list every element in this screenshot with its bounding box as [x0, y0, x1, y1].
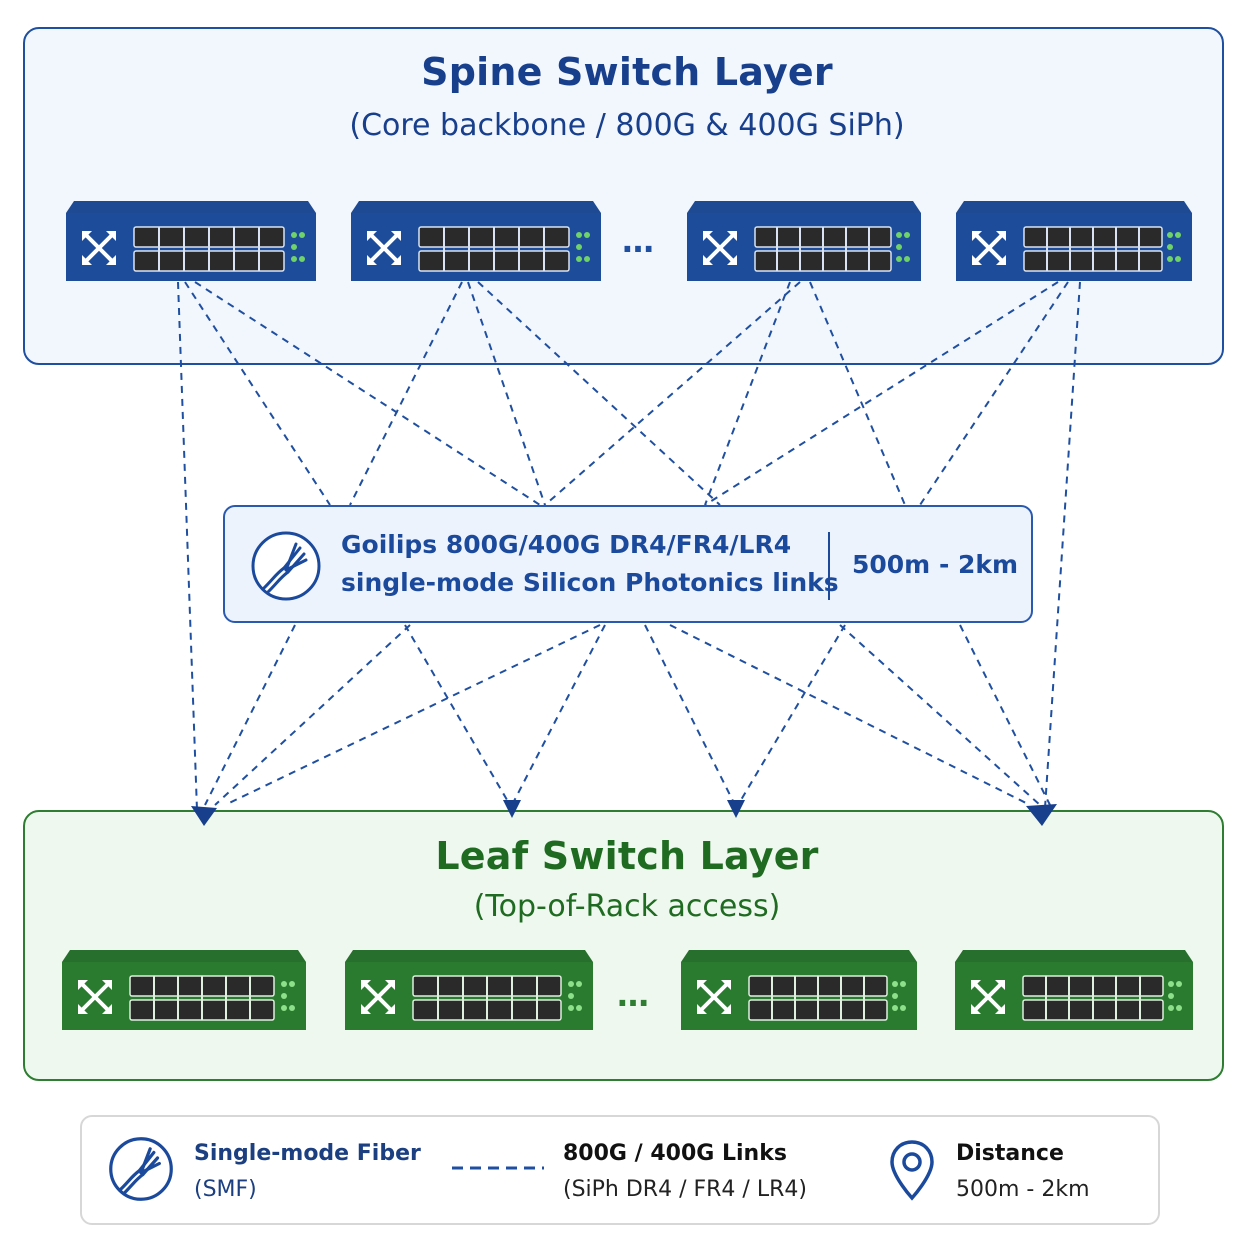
switch-icon [974, 233, 1004, 263]
link-line [467, 281, 546, 506]
link-line [477, 281, 721, 506]
link-line [184, 281, 331, 506]
switch-icon [699, 982, 729, 1012]
arrow-head [1026, 804, 1057, 826]
leaf-layer-panel [23, 810, 1224, 1081]
switch-icon [363, 982, 393, 1012]
location-pin-icon [890, 1140, 934, 1201]
arrow-head [727, 800, 745, 818]
spine-switch-1 [66, 201, 316, 281]
link-line [177, 281, 198, 811]
legend-fiber-sub: (SMF) [194, 1177, 257, 1202]
spine-layer-panel [23, 27, 1224, 365]
link-line [511, 624, 606, 806]
fiber-icon [109, 1137, 173, 1201]
leaf-ellipsis: … [617, 976, 652, 1014]
link-line [194, 281, 541, 506]
spine-switch-2 [351, 201, 601, 281]
dashed-line-icon [452, 1166, 544, 1170]
switch-icon [705, 233, 735, 263]
spine-switch-3 [687, 201, 921, 281]
legend-links-sub: (SiPh DR4 / FR4 / LR4) [563, 1177, 807, 1202]
link-line [809, 281, 906, 506]
legend-fiber-title: Single-mode Fiber [194, 1141, 421, 1166]
spine-switch-4 [956, 201, 1192, 281]
info-divider [828, 532, 830, 600]
leaf-layer-title: Leaf Switch Layer [435, 834, 819, 878]
links-description-line2: single-mode Silicon Photonics links [341, 568, 839, 597]
leaf-layer-subtitle: (Top-of-Rack access) [473, 889, 781, 924]
link-line [839, 624, 1041, 806]
leaf-switch-1 [62, 950, 306, 1030]
arrow-head [503, 800, 521, 818]
legend-links-title: 800G / 400G Links [563, 1141, 787, 1166]
fiber-icon [251, 531, 321, 601]
leaf-switch-4 [955, 950, 1193, 1030]
link-line [349, 281, 463, 506]
legend [80, 1115, 1160, 1225]
link-line [644, 624, 736, 806]
leaf-switch-2 [345, 950, 593, 1030]
link-line [737, 624, 846, 806]
links-distance: 500m - 2km [852, 550, 1019, 579]
arrow-head [191, 806, 217, 826]
switch-icon [973, 982, 1003, 1012]
switch-icon [84, 233, 114, 263]
switch-icon [369, 233, 399, 263]
link-line [704, 281, 1059, 506]
link-line [919, 281, 1069, 506]
links-description-line1: Goilips 800G/400G DR4/FR4/LR4 [341, 530, 792, 559]
link-line [224, 624, 601, 806]
spine-layer-subtitle: (Core backbone / 800G & 400G SiPh) [349, 108, 905, 143]
link-line [404, 624, 511, 806]
leaf-switch-3 [681, 950, 917, 1030]
legend-distance-title: Distance [956, 1141, 1064, 1166]
switch-icon [80, 982, 110, 1012]
spine-ellipsis: … [622, 222, 657, 260]
spine-layer-title: Spine Switch Layer [421, 50, 833, 94]
links-info-box [223, 505, 1033, 623]
link-line [704, 281, 791, 506]
link-line [959, 624, 1051, 806]
link-line [669, 624, 1031, 806]
legend-distance-sub: 500m - 2km [956, 1177, 1090, 1202]
link-line [214, 624, 411, 806]
link-line [1044, 281, 1081, 809]
link-line [544, 281, 801, 506]
